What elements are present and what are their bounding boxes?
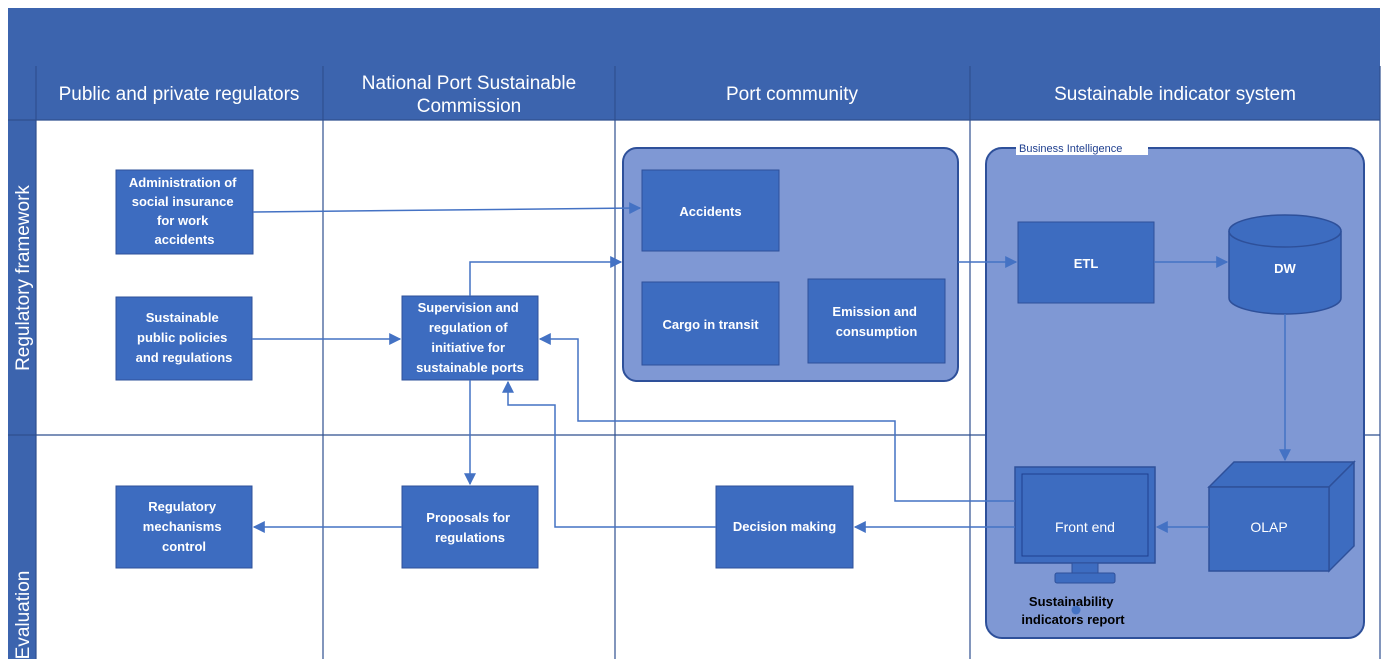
dw-cylinder[interactable] [1228,214,1342,315]
connectors [252,202,1291,533]
emission-text: Emission and consumption [832,304,920,339]
decision-text: Decision making [733,519,836,534]
emission-box[interactable] [807,278,946,364]
header-col4: Sustainable indicator system [1054,84,1296,105]
arrow-decision-to-supervision [502,380,716,528]
report-text: Sustainability indicators report [1021,594,1125,627]
proposals-text: Proposals for regulations [426,510,513,545]
front-end-monitor[interactable] [1014,466,1156,584]
report-connector-dot [1071,605,1081,615]
sustainable-policies-text: Sustainable public policies and regulati… [136,310,233,365]
etl-text: ETL [1074,256,1099,271]
arrow-supervision-to-port [469,256,623,296]
lane-header-strip [8,66,36,659]
sustainable-policies-box[interactable] [115,296,253,381]
header-col2-line2: Commission [417,96,522,117]
accidents-text: Accidents [679,204,741,219]
cargo-box[interactable] [641,281,780,366]
front-end-text: Front end [1055,519,1115,535]
olap-cube[interactable] [1207,460,1356,573]
supervision-box[interactable] [401,295,539,381]
header-col3: Port community [726,84,858,105]
lane-label-evaluation: Evaluation [13,571,34,659]
column-header-band [8,66,1380,120]
etl-box[interactable] [1017,221,1155,304]
arrow-frontend-to-supervision [538,333,1015,502]
olap-text: OLAP [1250,519,1287,535]
dw-text: DW [1274,261,1296,276]
admin-insurance-text: Administration of social insurance for w… [129,175,240,247]
accidents-box[interactable] [641,169,780,252]
title-band [8,8,1380,66]
lane-label-regulatory: Regulatory framework [13,185,34,371]
arrow-admin-to-accidents [252,202,642,215]
decision-box[interactable] [715,485,854,569]
proposals-box[interactable] [401,485,539,569]
cargo-text: Cargo in transit [662,317,759,332]
control-text: Regulatory mechanisms control [143,499,225,554]
header-col2-line1: National Port Sustainable [362,73,576,94]
admin-insurance-box[interactable] [115,169,254,255]
business-intelligence-label: Business Intelligence [1019,143,1122,155]
control-box[interactable] [115,485,253,569]
header-col1: Public and private regulators [59,84,300,105]
supervision-text: Supervision and regulation of initiative… [416,300,524,375]
